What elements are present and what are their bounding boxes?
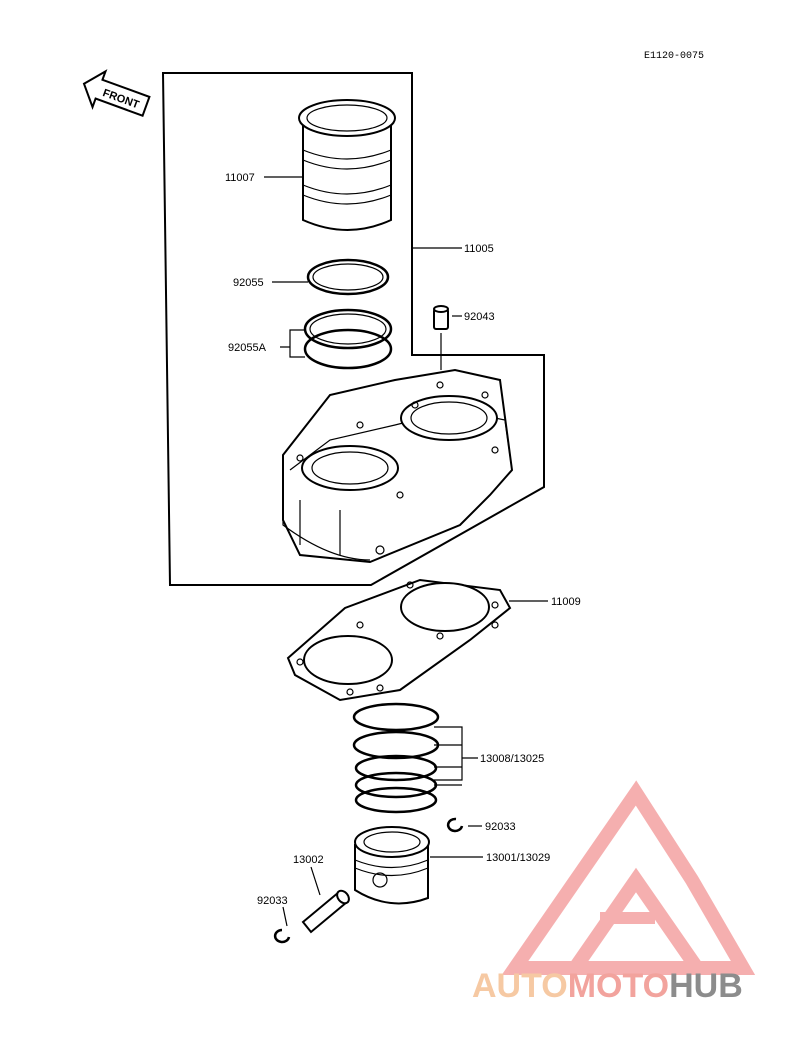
- watermark-part-1: AUTO: [472, 967, 568, 1005]
- label-11005: 11005: [464, 243, 494, 255]
- piston-pin-clip-right: [446, 817, 464, 833]
- watermark-part-3: HUB: [669, 967, 743, 1005]
- label-13001-13029: 13001/13029: [486, 852, 550, 864]
- label-11007: 11007: [225, 172, 255, 184]
- assembly-outline: [161, 72, 545, 586]
- watermark-part-2: MOTO: [568, 967, 669, 1005]
- piston: [354, 826, 430, 905]
- cylinder-sleeve: [298, 99, 396, 231]
- label-13002: 13002: [293, 854, 324, 866]
- dowel-pin: [433, 305, 449, 370]
- front-arrow-icon: FRONT: [82, 69, 151, 117]
- oring-small: [306, 258, 390, 296]
- cylinder-gasket: [286, 578, 512, 702]
- leader-lines: [264, 176, 548, 927]
- drawing-code: E1120-0075: [644, 51, 704, 62]
- label-13008-13025: 13008/13025: [480, 753, 544, 765]
- label-11009: 11009: [551, 596, 581, 608]
- label-92055a: 92055A: [228, 342, 267, 354]
- piston-rings: [352, 702, 440, 814]
- piston-pin-clip-left: [273, 928, 291, 944]
- watermark-logo-icon: [501, 780, 756, 975]
- label-92033-left: 92033: [257, 895, 288, 907]
- cylinder-block: [282, 368, 514, 564]
- piston-pin: [301, 889, 350, 934]
- label-92043: 92043: [464, 311, 495, 323]
- label-92055: 92055: [233, 277, 264, 289]
- oring-large-set: [303, 308, 393, 370]
- watermark-text: AUTOMOTOHUB: [472, 967, 743, 1005]
- label-92033-right: 92033: [485, 821, 516, 833]
